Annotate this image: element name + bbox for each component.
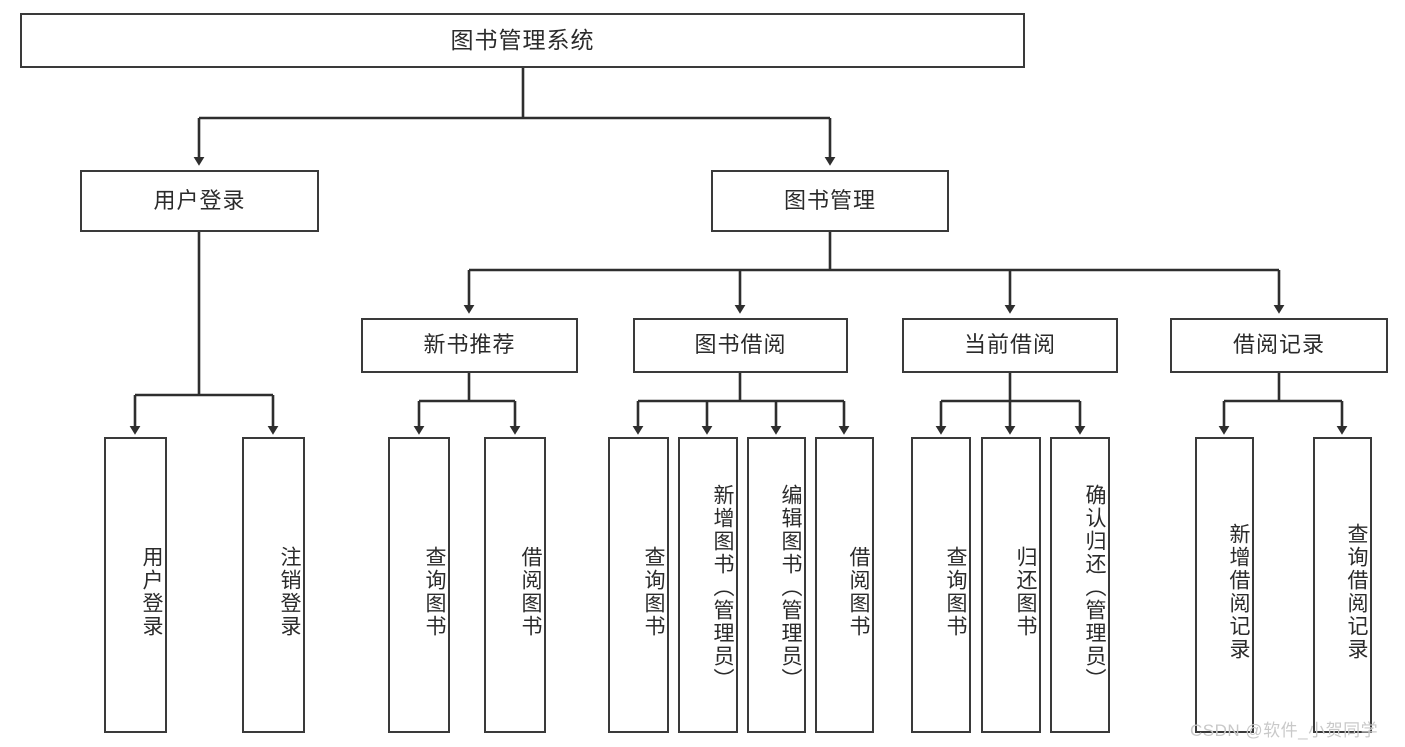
leaf-new-book-borrow[interactable]: 借阅图书 (484, 437, 546, 733)
leaf-current-return-book[interactable]: 归还图书 (981, 437, 1041, 733)
leaf-borrow-borrow-book[interactable]: 借阅图书 (815, 437, 874, 733)
node-borrow-record[interactable]: 借阅记录 (1170, 318, 1388, 373)
leaf-new-book-query[interactable]: 查询图书 (388, 437, 450, 733)
leaf-user-login-login[interactable]: 用户登录 (104, 437, 167, 733)
leaf-current-confirm-return-admin[interactable]: 确认归还（管理员） (1050, 437, 1110, 733)
watermark-text: CSDN @软件_小贺同学 (1190, 721, 1379, 740)
leaf-user-login-logout[interactable]: 注销登录 (242, 437, 305, 733)
leaf-borrow-query-book[interactable]: 查询图书 (608, 437, 669, 733)
node-root-system[interactable]: 图书管理系统 (20, 13, 1025, 68)
node-user-login[interactable]: 用户登录 (80, 170, 319, 232)
node-book-management[interactable]: 图书管理 (711, 170, 949, 232)
node-new-book-recommend[interactable]: 新书推荐 (361, 318, 578, 373)
node-book-borrow[interactable]: 图书借阅 (633, 318, 848, 373)
leaf-record-query-borrow-record[interactable]: 查询借阅记录 (1313, 437, 1372, 733)
leaf-record-add-borrow-record[interactable]: 新增借阅记录 (1195, 437, 1254, 733)
leaf-borrow-edit-book-admin[interactable]: 编辑图书（管理员） (747, 437, 806, 733)
node-current-borrow[interactable]: 当前借阅 (902, 318, 1118, 373)
leaf-current-query-book[interactable]: 查询图书 (911, 437, 971, 733)
leaf-borrow-add-book-admin[interactable]: 新增图书（管理员） (678, 437, 738, 733)
